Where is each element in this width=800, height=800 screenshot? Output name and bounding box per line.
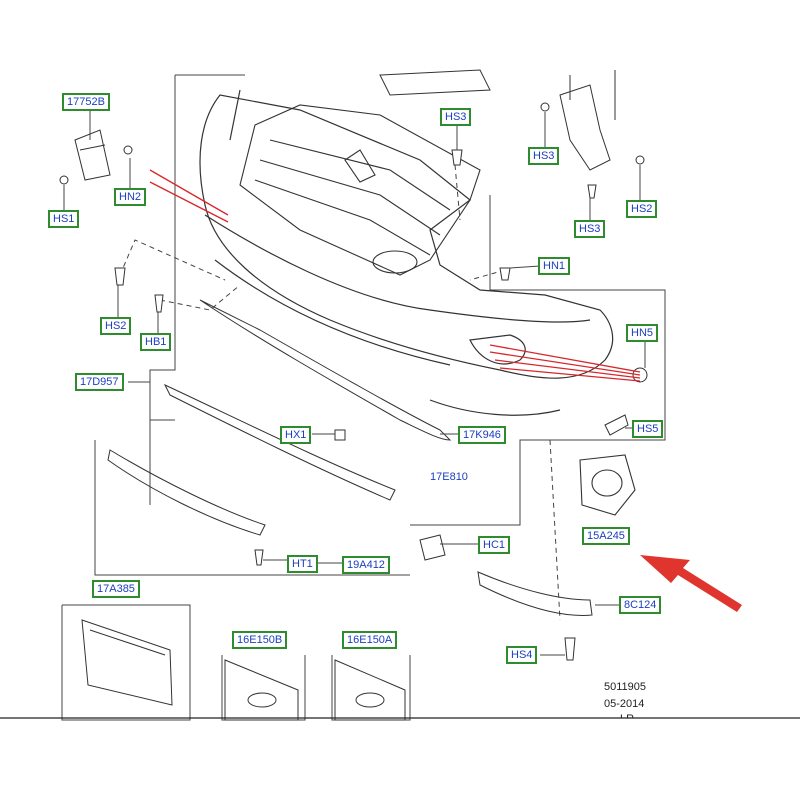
fasteners — [114, 102, 648, 661]
callout-HS1[interactable]: HS1 — [48, 210, 80, 228]
leader-hs4 — [549, 439, 561, 621]
plate-bracket — [81, 619, 173, 706]
leader-hs3 — [454, 164, 461, 221]
leader-hs2 — [119, 239, 226, 281]
callout-HN1[interactable]: HN1 — [538, 257, 571, 275]
callout-17752B[interactable]: 17752B — [62, 93, 110, 111]
plate-16E150A — [334, 659, 406, 721]
red-arrow — [640, 555, 742, 612]
callout-HS5[interactable]: HS5 — [632, 420, 664, 438]
callout-HN2[interactable]: HN2 — [114, 188, 147, 206]
lower-grille — [163, 299, 452, 501]
callout-17K946[interactable]: 17K946 — [458, 426, 506, 444]
callout-HC1[interactable]: HC1 — [478, 536, 511, 554]
callout-17D957[interactable]: 17D957 — [75, 373, 124, 391]
trim-8C124 — [477, 571, 593, 616]
callout-17A385[interactable]: 17A385 — [92, 580, 140, 598]
callout-16E150A[interactable]: 16E150A — [342, 631, 398, 649]
valance — [107, 449, 266, 536]
reference-code: LR — [620, 713, 634, 718]
leader-hb1 — [159, 284, 241, 311]
frame-valance — [94, 440, 410, 576]
bracket-17752B — [59, 129, 133, 185]
reference-date: 05-2014 — [604, 698, 645, 710]
callout-HS2-right[interactable]: HS2 — [626, 200, 658, 218]
highlight-lines — [149, 169, 641, 382]
callout-16E150B[interactable]: 16E150B — [232, 631, 288, 649]
callout-HX1[interactable]: HX1 — [280, 426, 312, 444]
fog-surround — [579, 454, 636, 516]
callout-HT1[interactable]: HT1 — [287, 555, 318, 573]
plate-16E150B — [224, 659, 299, 721]
reference-number: 5011905 — [604, 681, 647, 693]
callout-HS4[interactable]: HS4 — [506, 646, 538, 664]
callout-leaders — [63, 108, 646, 656]
bumper-cover — [199, 89, 614, 416]
callout-19A412[interactable]: 19A412 — [342, 556, 390, 574]
grille — [239, 104, 481, 276]
callout-HN5[interactable]: HN5 — [626, 324, 659, 342]
callout-HS2-left[interactable]: HS2 — [100, 317, 132, 335]
frame-plate — [61, 604, 191, 721]
frame-main — [149, 75, 176, 421]
frame-right — [410, 195, 666, 526]
callout-HS3-top[interactable]: HS3 — [440, 108, 472, 126]
label-17E810[interactable]: 17E810 — [430, 471, 468, 483]
callout-8C124[interactable]: 8C124 — [619, 596, 662, 614]
leader-hn1 — [469, 269, 506, 281]
upper-bracket — [379, 69, 616, 171]
callout-15A245[interactable]: 15A245 — [582, 527, 630, 545]
callout-HB1[interactable]: HB1 — [140, 333, 172, 351]
callout-HS3-lower[interactable]: HS3 — [574, 220, 606, 238]
callout-HS3-mid[interactable]: HS3 — [528, 147, 560, 165]
